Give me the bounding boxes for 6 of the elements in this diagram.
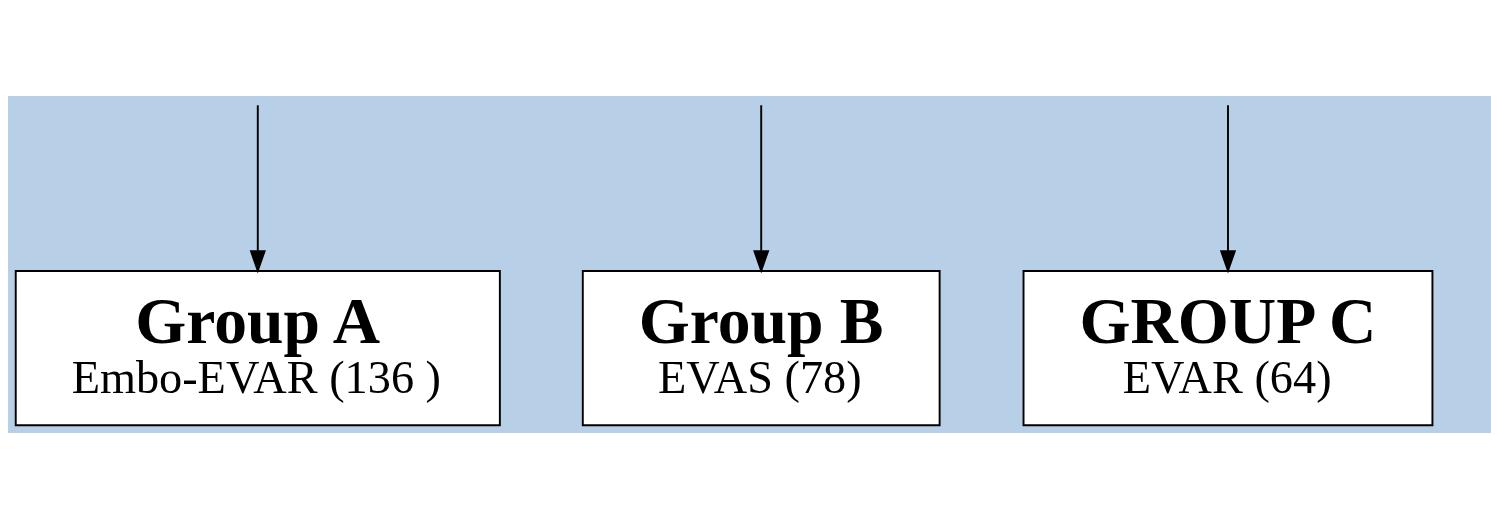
arrow [249, 104, 266, 274]
node-box: GROUP C EVAR (64) [1022, 270, 1434, 427]
node-box: Group A Embo-EVAR (136 ) [14, 270, 501, 427]
arrow [1219, 104, 1237, 274]
arrow [753, 104, 770, 274]
node-box: Group B EVAS (78) [581, 270, 941, 427]
